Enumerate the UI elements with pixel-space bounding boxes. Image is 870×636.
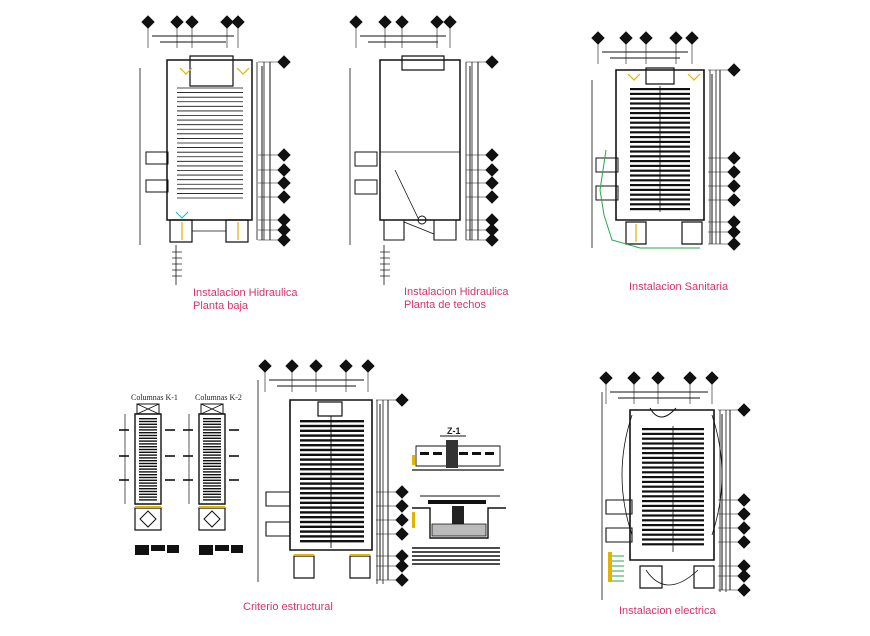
grid-axis-marker — [340, 360, 352, 372]
grid-axis-marker — [728, 166, 740, 178]
grid-axis-marker — [221, 16, 233, 28]
column-k2 — [183, 404, 243, 555]
caption-line2: Planta de techos — [404, 299, 486, 311]
grid-axis-marker — [396, 486, 408, 498]
grid-axis-marker — [310, 360, 322, 372]
plan-hidraulica-techos — [350, 16, 498, 285]
caption-hidraulica-techos: Instalacion Hidraulica Planta de techos — [404, 286, 509, 312]
grid-axis-marker — [278, 149, 290, 161]
grid-axis-marker — [171, 16, 183, 28]
grid-axis-marker — [486, 191, 498, 203]
plan-hidraulica-baja — [140, 16, 290, 285]
grid-axis-marker — [278, 56, 290, 68]
grid-axis-marker — [396, 574, 408, 586]
grid-axis-marker — [686, 32, 698, 44]
grid-axis-marker — [486, 149, 498, 161]
grid-axis-marker — [706, 372, 718, 384]
grid-axis-marker — [728, 180, 740, 192]
grid-axis-marker — [620, 32, 632, 44]
grid-axis-marker — [278, 177, 290, 189]
grid-axis-marker — [684, 372, 696, 384]
grid-axis-marker — [486, 177, 498, 189]
circuit-line — [646, 570, 698, 585]
sanitary-line — [600, 150, 700, 248]
grid-axis-marker — [350, 16, 362, 28]
grid-axis-marker — [738, 584, 750, 596]
grid-axis-marker — [431, 16, 443, 28]
plan-estructural — [258, 360, 408, 586]
valve-mark — [180, 68, 192, 74]
column-k1 — [119, 404, 179, 555]
caption-line1: Criterio estructural — [243, 601, 333, 613]
grid-axis-marker — [738, 522, 750, 534]
grid-axis-marker — [486, 56, 498, 68]
grid-axis-marker — [396, 514, 408, 526]
caption-estructural: Criterio estructural — [243, 601, 333, 614]
grid-axis-marker — [592, 32, 604, 44]
valve-mark — [237, 68, 249, 74]
grid-axis-marker — [286, 360, 298, 372]
valve-mark — [176, 212, 188, 218]
grid-axis-marker — [738, 508, 750, 520]
grid-axis-marker — [728, 238, 740, 250]
grid-axis-marker — [396, 500, 408, 512]
column-k1-label: Columnas K-1 — [131, 393, 178, 402]
grid-axis-marker — [738, 570, 750, 582]
grid-axis-marker — [640, 32, 652, 44]
plan-electrica — [600, 372, 750, 600]
caption-line1: Instalacion Sanitaria — [629, 281, 729, 293]
grid-axis-marker — [628, 372, 640, 384]
grid-axis-marker — [396, 394, 408, 406]
caption-line1: Instalacion electrica — [619, 605, 716, 617]
grid-axis-marker — [362, 360, 374, 372]
grid-axis-marker — [728, 152, 740, 164]
footing-detail-z1 — [412, 436, 506, 564]
caption-hidraulica-baja: Instalacion Hidraulica Planta baja — [193, 287, 298, 313]
grid-axis-marker — [278, 234, 290, 246]
column-details — [119, 404, 243, 555]
grid-axis-marker — [486, 164, 498, 176]
caption-line1: Instalacion Hidraulica — [193, 287, 298, 299]
grid-axis-marker — [142, 16, 154, 28]
grid-axis-marker — [379, 16, 391, 28]
plan-sanitaria — [592, 32, 740, 250]
grid-axis-marker — [738, 404, 750, 416]
drain-symbol — [418, 216, 426, 224]
caption-line2: Planta baja — [193, 300, 249, 312]
grid-axis-marker — [652, 372, 664, 384]
grid-axis-marker — [728, 226, 740, 238]
valve-mark — [628, 74, 640, 80]
caption-electrica: Instalacion electrica — [619, 605, 716, 618]
grid-axis-marker — [728, 194, 740, 206]
grid-axis-marker — [670, 32, 682, 44]
grid-axis-marker — [232, 16, 244, 28]
grid-axis-marker — [444, 16, 456, 28]
valve-mark — [688, 74, 700, 80]
caption-line1: Instalacion Hidraulica — [404, 286, 509, 298]
grid-axis-marker — [738, 494, 750, 506]
grid-axis-marker — [600, 372, 612, 384]
footing-z1-label: Z-1 — [447, 426, 461, 436]
grid-axis-marker — [396, 560, 408, 572]
grid-axis-marker — [486, 234, 498, 246]
circuit-line — [622, 415, 632, 535]
grid-axis-marker — [259, 360, 271, 372]
grid-axis-marker — [278, 164, 290, 176]
grid-axis-marker — [728, 64, 740, 76]
grid-axis-marker — [278, 191, 290, 203]
grid-axis-marker — [738, 536, 750, 548]
grid-axis-marker — [396, 528, 408, 540]
column-k2-label: Columnas K-2 — [195, 393, 242, 402]
grid-axis-marker — [186, 16, 198, 28]
grid-axis-marker — [396, 16, 408, 28]
caption-sanitaria: Instalacion Sanitaria — [629, 281, 728, 294]
